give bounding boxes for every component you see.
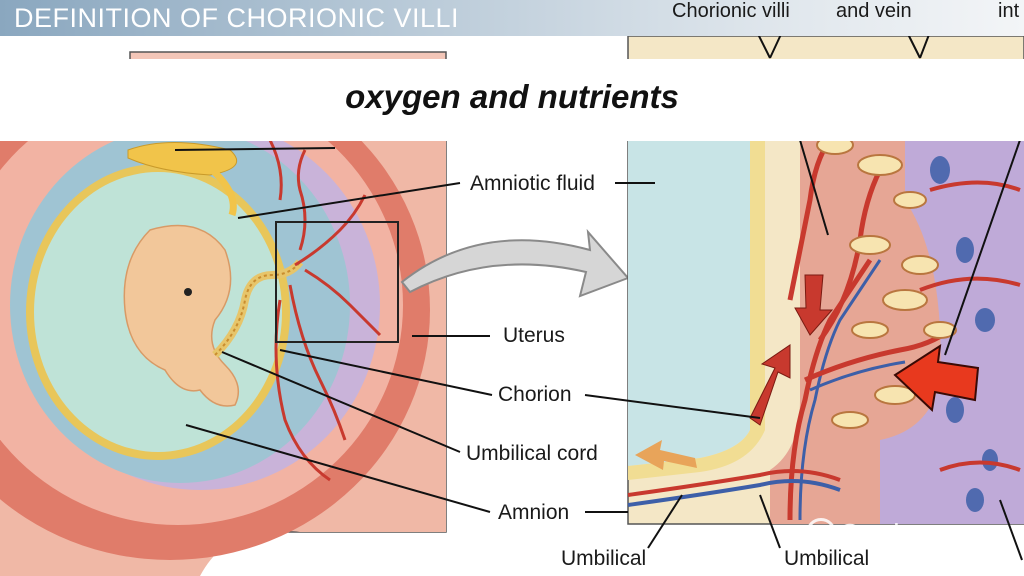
red-arrow-down <box>794 274 834 336</box>
banner-overlay <box>0 59 1024 141</box>
label-chorion: Chorion <box>498 383 572 406</box>
maternal-arteries <box>919 180 1021 472</box>
maternal-tissue <box>880 60 1024 524</box>
label-umbilical-1: Umbilical <box>561 547 647 570</box>
study-watermark: Study.com <box>806 518 975 552</box>
embryo <box>123 224 240 407</box>
red-arrow-up <box>749 344 791 426</box>
orange-arrow <box>635 440 697 470</box>
zoom-box <box>275 221 399 343</box>
amniotic-space <box>628 60 750 466</box>
title-bar <box>0 0 1024 36</box>
page-title: DEFINITION OF CHORIONIC VILLI <box>14 3 460 33</box>
label-and-vein: and vein <box>836 0 912 22</box>
label-amniotic-fluid: Amniotic fluid <box>470 172 595 195</box>
banner-text: oxygen and nutrients <box>345 78 679 115</box>
umbilical-vessels <box>627 469 841 507</box>
label-umbilical-cord: Umbilical cord <box>466 442 598 465</box>
watermark-text: Study.com <box>840 519 975 551</box>
label-int: int <box>998 0 1020 22</box>
label-umbilical-2: Umbilical <box>784 547 870 570</box>
highlight-arrow <box>893 343 980 413</box>
label-amnion: Amnion <box>498 501 570 524</box>
label-uterus: Uterus <box>503 324 565 347</box>
villi-branches <box>816 135 957 429</box>
leader-lines <box>174 29 1023 561</box>
maternal-cells <box>930 156 998 512</box>
label-chorionic-villi: Chorionic villi <box>672 0 790 22</box>
play-circle-icon <box>806 518 836 548</box>
